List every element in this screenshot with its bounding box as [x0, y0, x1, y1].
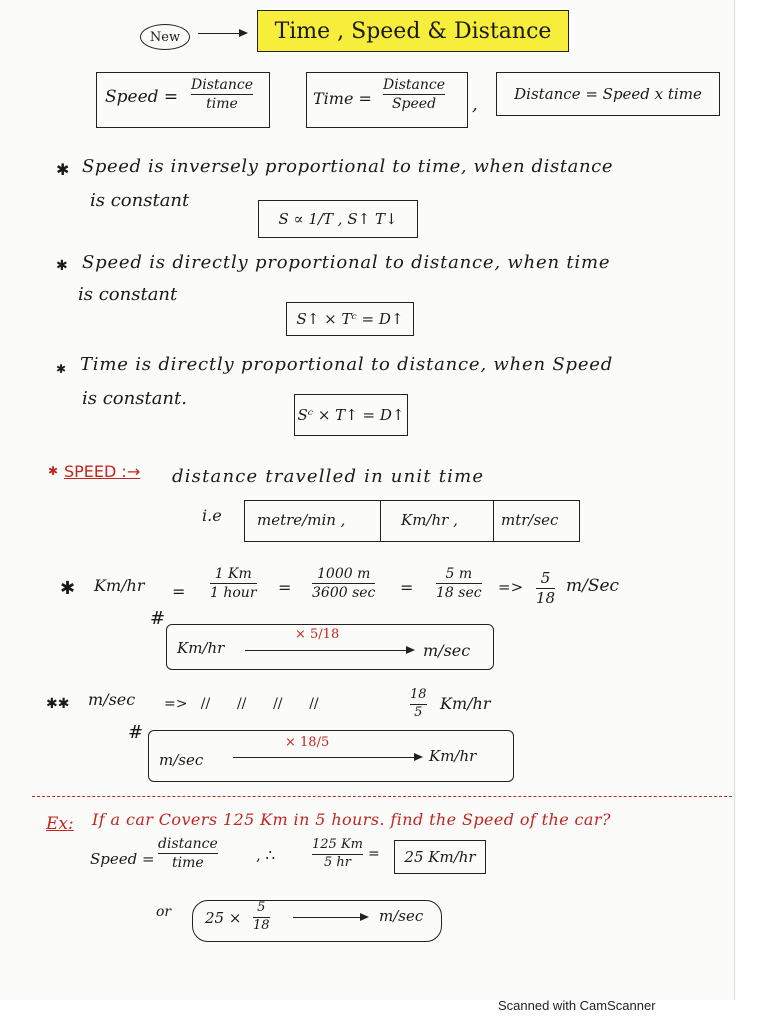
bullet-icon: ✱✱	[46, 696, 70, 712]
ie-label: i.e	[202, 506, 222, 525]
distance-formula-box: Distance = Speed x time	[496, 72, 720, 116]
arrow-right-icon	[198, 28, 252, 38]
answer-box: 25 Km/hr	[394, 840, 486, 874]
hash-icon: #	[128, 722, 144, 743]
bullet-icon: ✱	[48, 464, 59, 478]
speed-term: SPEED :→	[64, 462, 141, 481]
note-text: Time is directly proportional to distanc…	[80, 354, 614, 375]
time-fraction: Distance Speed	[383, 77, 446, 113]
bullet-icon: ✱	[56, 160, 70, 179]
speed-fraction: Distance time	[191, 77, 254, 113]
example-question: If a car Covers 125 Km in 5 hours. find …	[92, 810, 611, 829]
bullet-icon: ✱	[56, 258, 68, 274]
direct-proportion-box-2: Sᶜ × T↑ = D↑	[294, 394, 408, 436]
msec-to-kmhr-box: m/sec × 18/5 Km/hr	[148, 730, 514, 782]
page-title: Time , Speed & Distance	[257, 10, 569, 52]
note-text: is constant.	[82, 388, 187, 409]
scanner-watermark: Scanned with CamScanner	[498, 998, 656, 1013]
note-text: Speed is inversely proportional to time,…	[82, 156, 614, 177]
note-text: is constant	[78, 284, 178, 305]
direct-proportion-box-1: S↑ × Tᶜ = D↑	[286, 302, 414, 336]
arrow-right-icon	[245, 646, 415, 654]
section-divider	[32, 796, 732, 797]
notebook-page: New Time , Speed & Distance Speed = Dist…	[32, 0, 735, 1000]
note-text: is constant	[90, 190, 190, 211]
speed-formula-box: Speed = Distance time	[96, 72, 270, 128]
inverse-proportion-box: S ∝ 1/T , S↑ T↓	[258, 200, 418, 238]
bullet-icon: ✱	[56, 362, 67, 376]
example-label: Ex:	[46, 814, 74, 834]
hash-icon: #	[150, 608, 166, 629]
speed-units-box: metre/min , Km/hr , mtr/sec	[244, 500, 580, 542]
speed-definition: distance travelled in unit time	[172, 466, 485, 487]
time-formula-box: Time = Distance Speed	[306, 72, 468, 128]
kmhr-to-msec-box: Km/hr × 5/18 m/sec	[166, 624, 494, 670]
new-badge: New	[140, 24, 190, 50]
formula-separator: ,	[472, 94, 478, 115]
note-text: Speed is directly proportional to distan…	[82, 252, 611, 273]
arrow-right-icon	[293, 913, 369, 921]
arrow-right-icon	[233, 753, 423, 761]
bullet-icon: ✱	[60, 578, 76, 599]
